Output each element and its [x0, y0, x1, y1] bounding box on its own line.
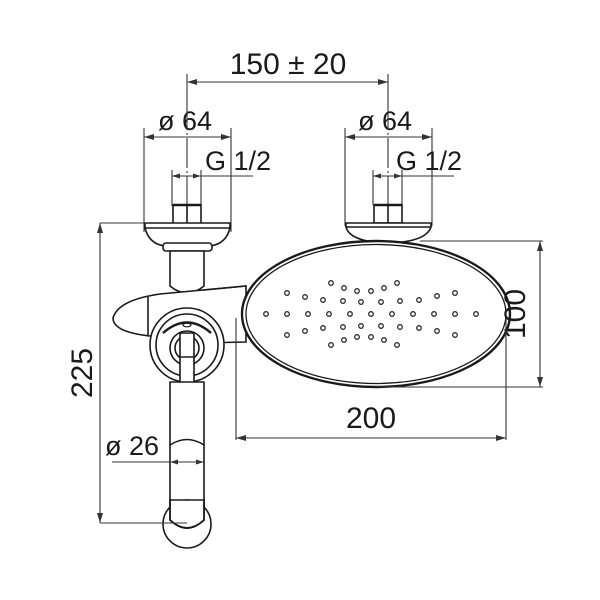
- shower-head-height-label: 100: [499, 289, 532, 339]
- shower-head-width-dimension: 200: [235, 318, 507, 441]
- spout-diameter-label: ø 26: [105, 431, 159, 461]
- spout: [162, 381, 212, 549]
- left-flange-diameter-dimension: ø 64: [143, 106, 232, 232]
- total-height-dimension: 225: [66, 222, 187, 524]
- spout-diameter-dimension: ø 26: [105, 431, 205, 465]
- shower-head-width-label: 200: [346, 402, 396, 435]
- right-inlet-fitting: [345, 203, 432, 244]
- shower-head-height-dimension: 100: [376, 240, 543, 388]
- right-flange-diameter-label: ø 64: [358, 106, 412, 136]
- oval-shower-head: [240, 239, 512, 389]
- left-inlet-fitting: [144, 203, 231, 252]
- left-thread-label: G 1/2: [205, 146, 271, 176]
- spray-holes: [263, 280, 479, 348]
- left-flange-diameter-label: ø 64: [158, 106, 212, 136]
- inlet-spacing-label: 150 ± 20: [230, 48, 347, 81]
- total-height-label: 225: [66, 348, 99, 398]
- left-thread-dimension: G 1/2: [171, 146, 271, 206]
- inlet-spacing-dimension: 150 ± 20: [186, 48, 389, 100]
- right-thread-label: G 1/2: [396, 146, 462, 176]
- riser-pipe: [169, 250, 205, 294]
- right-thread-dimension: G 1/2: [372, 146, 462, 205]
- right-flange-diameter-dimension: ø 64: [344, 106, 433, 226]
